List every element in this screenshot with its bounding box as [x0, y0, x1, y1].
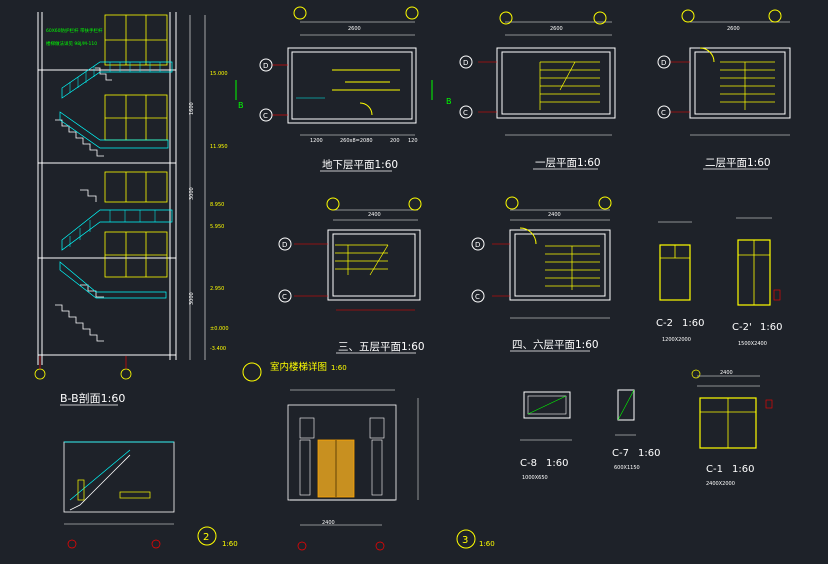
- plan-third-axis-d: D: [282, 241, 287, 249]
- window-c2p-size: 1500X2400: [738, 341, 767, 347]
- plan-sub-dim-4: 120: [408, 138, 418, 144]
- section-bb-level-5: 2.950: [210, 286, 224, 292]
- detail-2-scale: 1:60: [222, 540, 238, 548]
- detail-2-drawing: [63, 441, 175, 549]
- plan-second-axis-c: C: [661, 109, 666, 117]
- window-c7-name: C-7: [612, 448, 629, 459]
- svg-text:1600: 1600: [189, 102, 195, 115]
- window-c2-name: C-2: [656, 318, 673, 329]
- plan-second-floor: [657, 9, 791, 136]
- section-bb-level-6: ±0.000: [210, 326, 229, 332]
- plan-basement-axis-c: C: [263, 112, 268, 120]
- plan-third-top-dim: 2400: [368, 212, 381, 218]
- detail-3-elevation: [287, 389, 419, 551]
- detail-3-bubble: [456, 529, 476, 549]
- plan-first-axis-c: C: [463, 109, 468, 117]
- svg-text:3000: 3000: [189, 187, 195, 200]
- plan-sub-dim-3: 200: [390, 138, 400, 144]
- plan-basement: [235, 6, 433, 136]
- window-c8-drawing: [520, 391, 572, 441]
- plan-second-top-dim: 2600: [727, 26, 740, 32]
- window-c1-top-dim: 2400: [720, 370, 733, 376]
- section-bb-note-2: 楼梯做法详见 98J/M-110: [46, 40, 97, 47]
- detail-3-scale: 1:60: [479, 540, 495, 548]
- plan-fourth-axis-c: C: [475, 293, 480, 301]
- detail-2-bubble: [197, 526, 217, 546]
- window-c8-size: 1000X650: [522, 475, 548, 481]
- plan-first-top-dim: 2600: [550, 26, 563, 32]
- window-c1-scale: 1:60: [732, 464, 754, 475]
- section-bb-level-7: -3.400: [210, 346, 226, 352]
- elev-bottom-dim-1: 2400: [322, 520, 335, 526]
- plan-fourth-sixth-floor: [471, 196, 612, 319]
- window-c2-size: 1200X2000: [662, 337, 691, 343]
- plan-sub-dim-1: 1200: [310, 138, 323, 144]
- plan-fourth-axis-d: D: [475, 241, 480, 249]
- window-c2p-scale: 1:60: [760, 322, 782, 333]
- plan-first-axis-d: D: [463, 59, 468, 67]
- window-c7-scale: 1:60: [638, 448, 660, 459]
- section-bb-title: B-B剖面1:60: [60, 391, 125, 405]
- plan-fourth-top-dim: 2400: [548, 212, 561, 218]
- plan-fourth-title: 四、六层平面1:60: [512, 339, 599, 351]
- plan-sub-dim-2: 260x8=2080: [340, 138, 373, 144]
- window-c1-drawing: [691, 369, 773, 449]
- section-mark-b-left: B: [238, 101, 244, 110]
- plan-second-axis-d: D: [661, 59, 666, 67]
- section-bb-note-1: 60X60防护栏杆 带扶手栏杆: [46, 27, 103, 34]
- plan-basement-axis-d: D: [263, 62, 268, 70]
- section-mark-b-right: B: [446, 97, 452, 106]
- window-c8-name: C-8: [520, 458, 537, 469]
- plan-first-title: 一层平面1:60: [535, 157, 601, 169]
- plan-basement-title: 地下层平面1:60: [322, 158, 398, 171]
- window-c2-drawing: [658, 221, 692, 301]
- window-c8-scale: 1:60: [546, 458, 568, 469]
- section-bb-level-4: 5.950: [210, 224, 224, 230]
- section-bb-level-1: 15.000: [210, 71, 228, 77]
- detail-3-number: 3: [462, 535, 468, 546]
- stair-detail-title: 室内楼梯详图: [270, 361, 327, 373]
- window-c2p-drawing: [736, 217, 781, 306]
- detail-1-circle: [242, 362, 262, 382]
- plan-third-axis-c: C: [282, 293, 287, 301]
- svg-text:3000: 3000: [189, 292, 195, 305]
- section-bb-level-2: 11.950: [210, 144, 228, 150]
- stair-detail-scale: 1:60: [331, 364, 347, 372]
- window-c7-drawing: [615, 389, 636, 436]
- section-bb: 1600 3000 3000: [34, 12, 206, 380]
- window-c2p-name: C-2': [732, 322, 752, 333]
- plan-third-title: 三、五层平面1:60: [338, 341, 425, 353]
- detail-2-number: 2: [203, 532, 209, 543]
- plan-third-fifth-floor: [278, 197, 422, 311]
- window-c7-size: 600X1150: [614, 465, 640, 471]
- plan-first-floor: [459, 11, 616, 136]
- window-c1-name: C-1: [706, 464, 723, 475]
- plan-second-title: 二层平面1:60: [705, 157, 771, 169]
- window-c2-scale: 1:60: [682, 318, 704, 329]
- window-c1-size: 2400X2000: [706, 481, 735, 487]
- plan-basement-top-dim: 2600: [348, 26, 361, 32]
- section-bb-level-3: 8.950: [210, 202, 224, 208]
